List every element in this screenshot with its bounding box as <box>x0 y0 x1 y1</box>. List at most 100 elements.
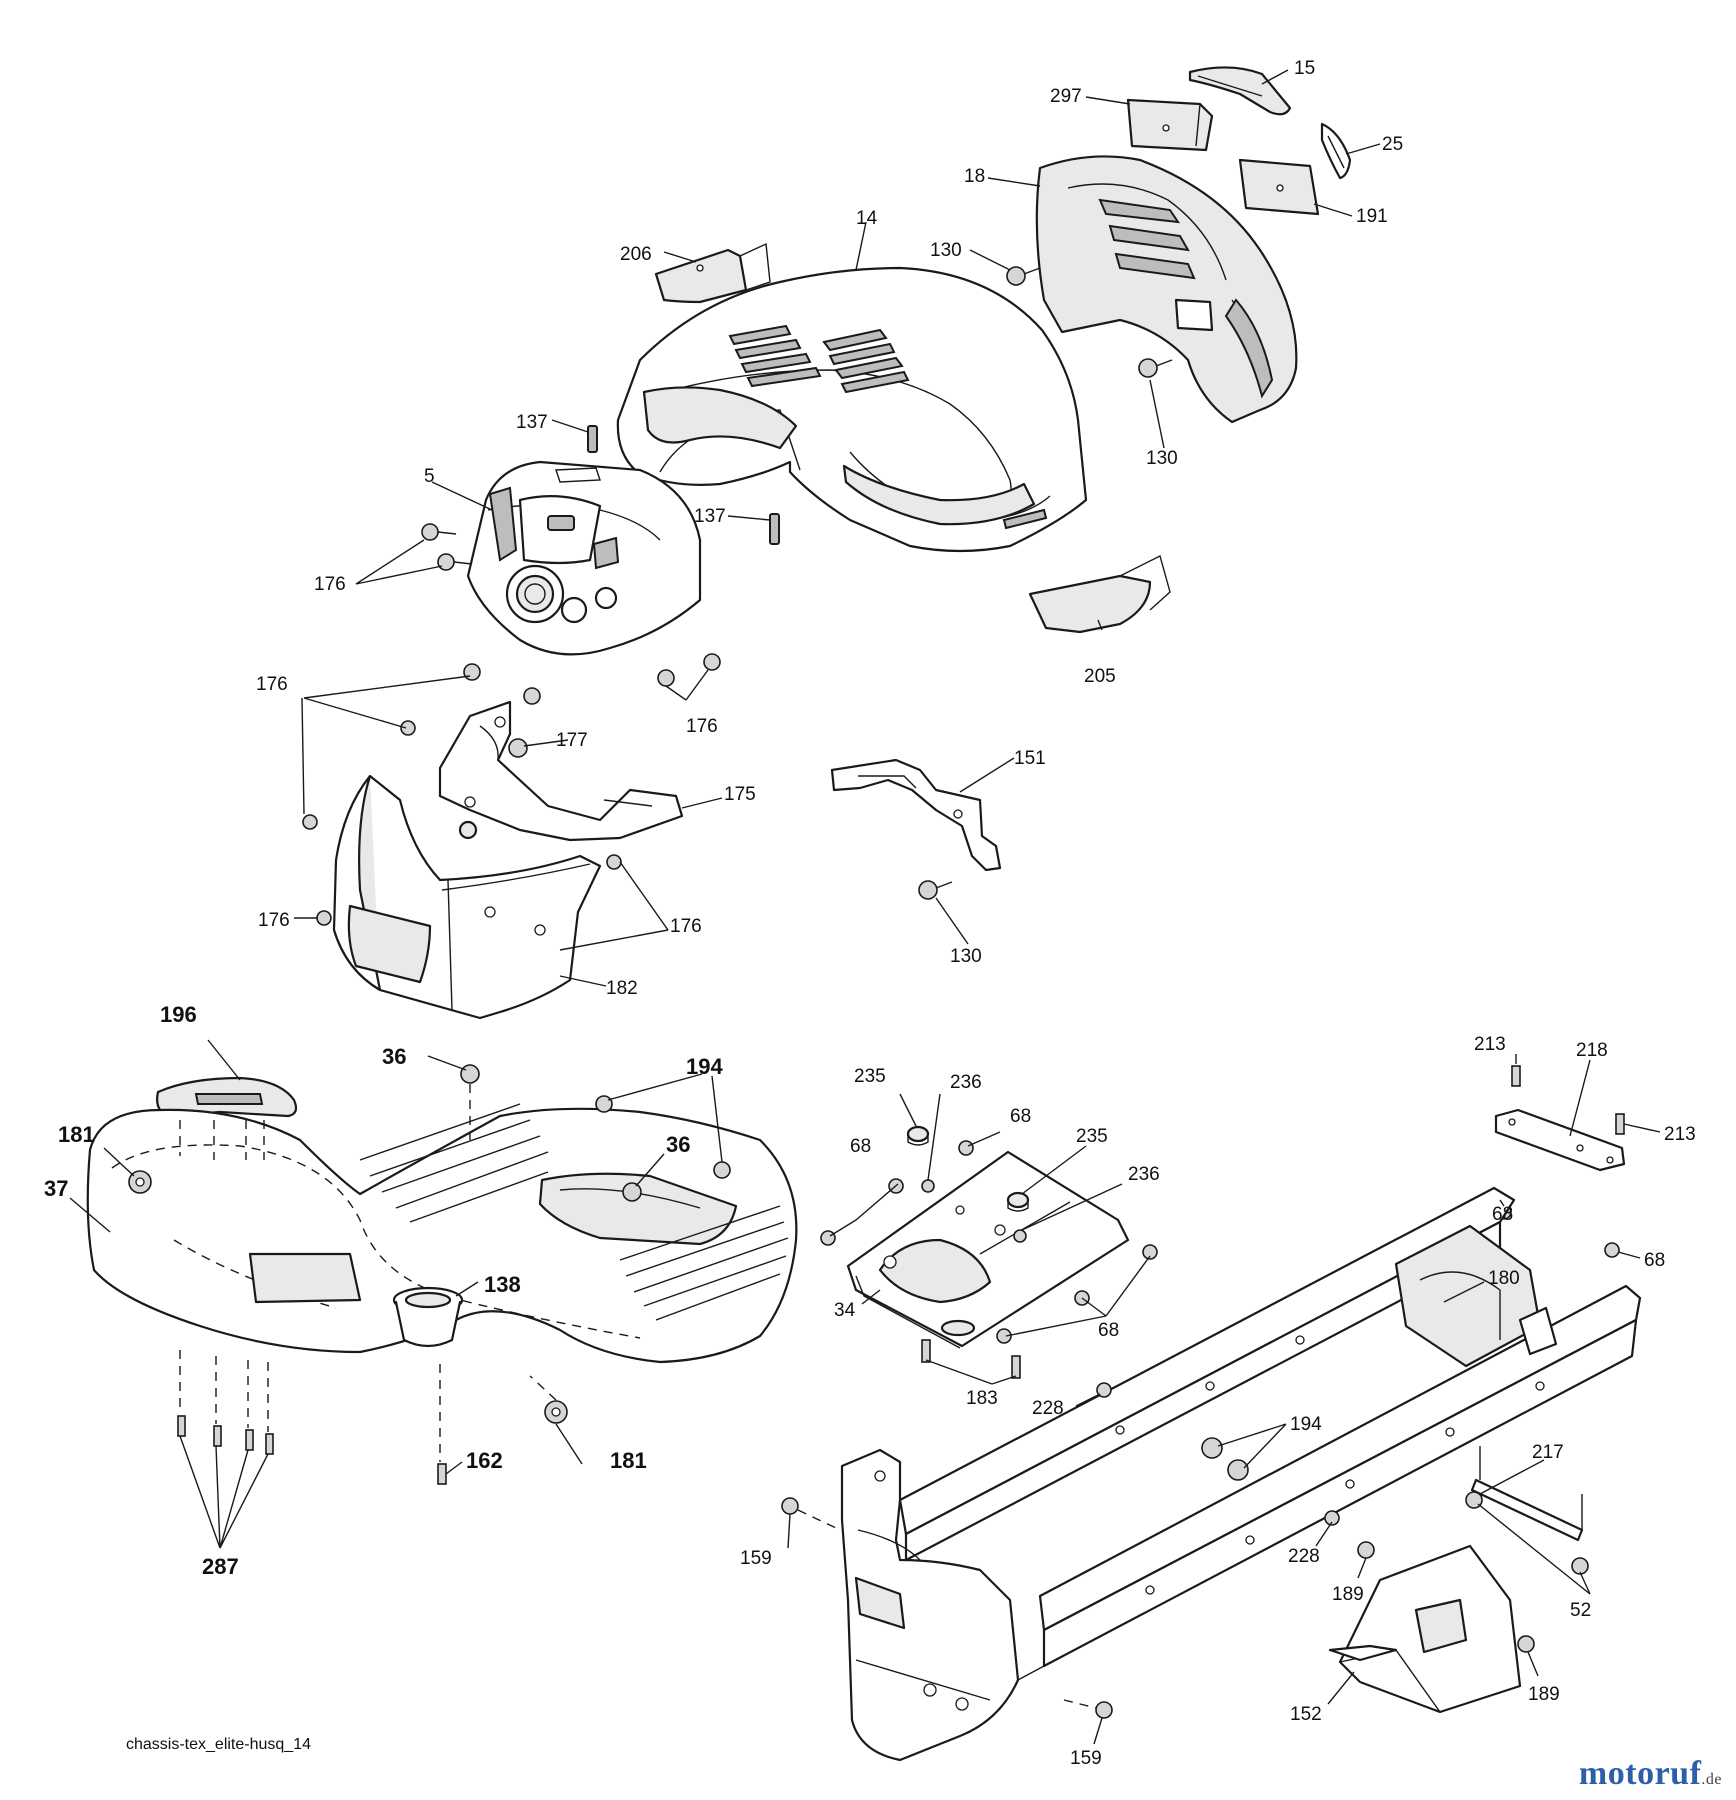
part-218-cross-bracket <box>1494 1108 1626 1172</box>
part-191-foam-block <box>1238 158 1320 216</box>
brand-name: motoruf <box>1578 1755 1702 1792</box>
callout-177: 177 <box>556 730 588 751</box>
callout-228-left: 228 <box>1032 1398 1064 1419</box>
part-151-bracket <box>830 758 1002 872</box>
part-287-screws <box>177 1415 274 1455</box>
callout-189-left: 189 <box>1332 1584 1364 1605</box>
callout-297: 297 <box>1050 86 1082 107</box>
callout-175: 175 <box>724 784 756 805</box>
callout-176-right: 176 <box>686 716 718 737</box>
part-228-bolt-a <box>1096 1382 1112 1398</box>
callout-180: 180 <box>1488 1268 1520 1289</box>
part-228-bolt-b <box>1324 1510 1340 1526</box>
callout-130-right: 130 <box>1146 448 1178 469</box>
callout-176-middle: 176 <box>256 674 288 695</box>
leader-lines <box>69 69 1661 1745</box>
part-196-control-plate <box>156 1076 298 1118</box>
callout-18: 18 <box>964 166 985 187</box>
callout-228-right: 228 <box>1288 1546 1320 1567</box>
callout-137-upper: 137 <box>516 412 548 433</box>
part-130-bolt-b <box>1138 358 1173 378</box>
part-137-pin-lower <box>769 513 780 545</box>
callout-138: 138 <box>484 1272 521 1297</box>
callout-68-lower: 68 <box>1098 1320 1119 1341</box>
part-194-nut-frame-b <box>1227 1459 1249 1481</box>
part-176-fasteners <box>302 523 721 958</box>
callout-5: 5 <box>424 466 435 487</box>
part-52-nuts <box>1465 1491 1589 1575</box>
callout-194-frame: 194 <box>1290 1414 1322 1435</box>
callout-labels: 15 297 25 18 191 14 206 130 130 137 137 … <box>44 58 1696 1769</box>
callout-236-upper: 236 <box>950 1072 982 1093</box>
callout-176-upper: 176 <box>314 574 346 595</box>
part-235-isolator-a <box>906 1125 930 1146</box>
callout-130-upper: 130 <box>930 240 962 261</box>
callout-206: 206 <box>620 244 652 265</box>
part-36-bolt-b <box>622 1182 642 1202</box>
callout-152: 152 <box>1290 1704 1322 1725</box>
part-25-latch <box>1320 122 1352 180</box>
part-130-bolt-a <box>1006 266 1041 286</box>
callout-194-upper: 194 <box>686 1054 723 1079</box>
part-138-fuel-cap <box>392 1286 464 1348</box>
part-175-dash-bracket <box>438 700 684 842</box>
callout-235-right: 235 <box>1076 1126 1108 1147</box>
callout-137-lower: 137 <box>694 506 726 527</box>
callout-181-lower: 181 <box>610 1448 647 1473</box>
part-14-hood <box>616 266 1088 553</box>
brand-tld: .de <box>1701 1771 1722 1788</box>
callout-52: 52 <box>1570 1600 1591 1621</box>
callout-68-left: 68 <box>850 1136 871 1157</box>
part-217-rod <box>1470 1446 1584 1542</box>
callout-162: 162 <box>466 1448 503 1473</box>
part-34-seat-plate <box>846 1150 1130 1349</box>
callout-218: 218 <box>1576 1040 1608 1061</box>
part-205-side-insert <box>1028 554 1171 634</box>
callout-191: 191 <box>1356 206 1388 227</box>
callout-189-right: 189 <box>1528 1684 1560 1705</box>
callout-68-bracket-right: 68 <box>1644 1250 1665 1271</box>
callout-213-left: 213 <box>1474 1034 1506 1055</box>
part-177-nut <box>508 738 528 758</box>
callout-236-right: 236 <box>1128 1164 1160 1185</box>
callout-25: 25 <box>1382 134 1403 155</box>
part-189-bolt-a <box>1357 1541 1375 1559</box>
part-137-pin-upper <box>587 425 598 453</box>
part-194-nut-b <box>713 1161 731 1179</box>
callout-176-lower-right: 176 <box>670 916 702 937</box>
fender-vent-holes <box>359 1103 789 1321</box>
callout-217: 217 <box>1532 1442 1564 1463</box>
callout-151: 151 <box>1014 748 1046 769</box>
callout-176-lower-left: 176 <box>258 910 290 931</box>
callout-36-upper: 36 <box>382 1044 406 1069</box>
callout-34: 34 <box>834 1300 856 1321</box>
frame-front-plate <box>840 1448 1045 1762</box>
callout-235-left: 235 <box>854 1066 886 1087</box>
part-180-main-frame <box>898 1186 1642 1668</box>
diagram-reference-code: chassis-tex_elite-husq_14 <box>126 1736 311 1753</box>
frame-holes <box>1115 1335 1545 1595</box>
part-297-foam-block <box>1126 98 1214 152</box>
callout-159-right: 159 <box>1070 1748 1102 1769</box>
part-15-hood-trim <box>1188 66 1292 116</box>
callout-36-lower: 36 <box>666 1132 690 1157</box>
part-130-bolt-c <box>918 880 953 900</box>
part-152-deflector <box>1328 1544 1522 1714</box>
motoruf-watermark[interactable]: motoruf.de <box>1579 1755 1722 1793</box>
callout-68-upper: 68 <box>1010 1106 1031 1127</box>
callout-159-left: 159 <box>740 1548 772 1569</box>
part-189-bolt-b <box>1517 1635 1535 1653</box>
callout-196: 196 <box>160 1002 197 1027</box>
part-182-lower-dash <box>332 774 602 1020</box>
callout-37: 37 <box>44 1176 68 1201</box>
callout-213-right: 213 <box>1664 1124 1696 1145</box>
part-236-washer-a <box>921 1179 935 1193</box>
part-194-nut-frame-a <box>1201 1437 1223 1459</box>
part-162-screw <box>437 1463 447 1485</box>
callout-205: 205 <box>1084 666 1116 687</box>
fender-assembly-lines <box>179 1084 557 1462</box>
part-235-isolator-b <box>1006 1191 1030 1212</box>
part-5-dash-panel <box>466 460 702 656</box>
callout-181-upper: 181 <box>58 1122 95 1147</box>
